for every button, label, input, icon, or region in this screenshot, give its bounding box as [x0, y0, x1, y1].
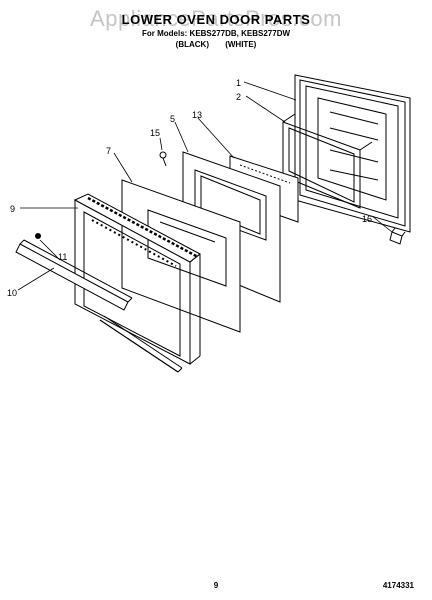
part-16-hinge-bracket [389, 227, 406, 245]
part-15-screw [159, 151, 167, 167]
callout-13: 13 [192, 110, 202, 120]
callout-2: 2 [236, 92, 241, 102]
part-code: 4174331 [382, 581, 414, 590]
part-9-door-frame [73, 193, 201, 365]
callout-10: 10 [7, 288, 17, 298]
leader-lines [17, 81, 393, 291]
callout-5: 5 [170, 114, 175, 124]
part-2-door-liner-frame [282, 113, 373, 209]
part-11-screw [35, 233, 41, 239]
watermark: AppliancePartsPros.com [90, 6, 342, 31]
callout-16: 16 [362, 214, 372, 224]
finish-labels: (BLACK) (WHITE) [175, 40, 257, 49]
callout-15: 15 [150, 128, 160, 138]
callout-1: 1 [236, 78, 241, 88]
part-10-bottom-trim [15, 239, 183, 373]
callout-9: 9 [10, 204, 15, 214]
callout-7: 7 [106, 146, 111, 156]
page-number: 9 [213, 581, 219, 590]
model-numbers: For Models: KEBS277DB, KEBS277DW [141, 29, 291, 38]
callout-11: 11 [58, 252, 67, 262]
diagram-title: LOWER OVEN DOOR PARTS [121, 12, 311, 27]
